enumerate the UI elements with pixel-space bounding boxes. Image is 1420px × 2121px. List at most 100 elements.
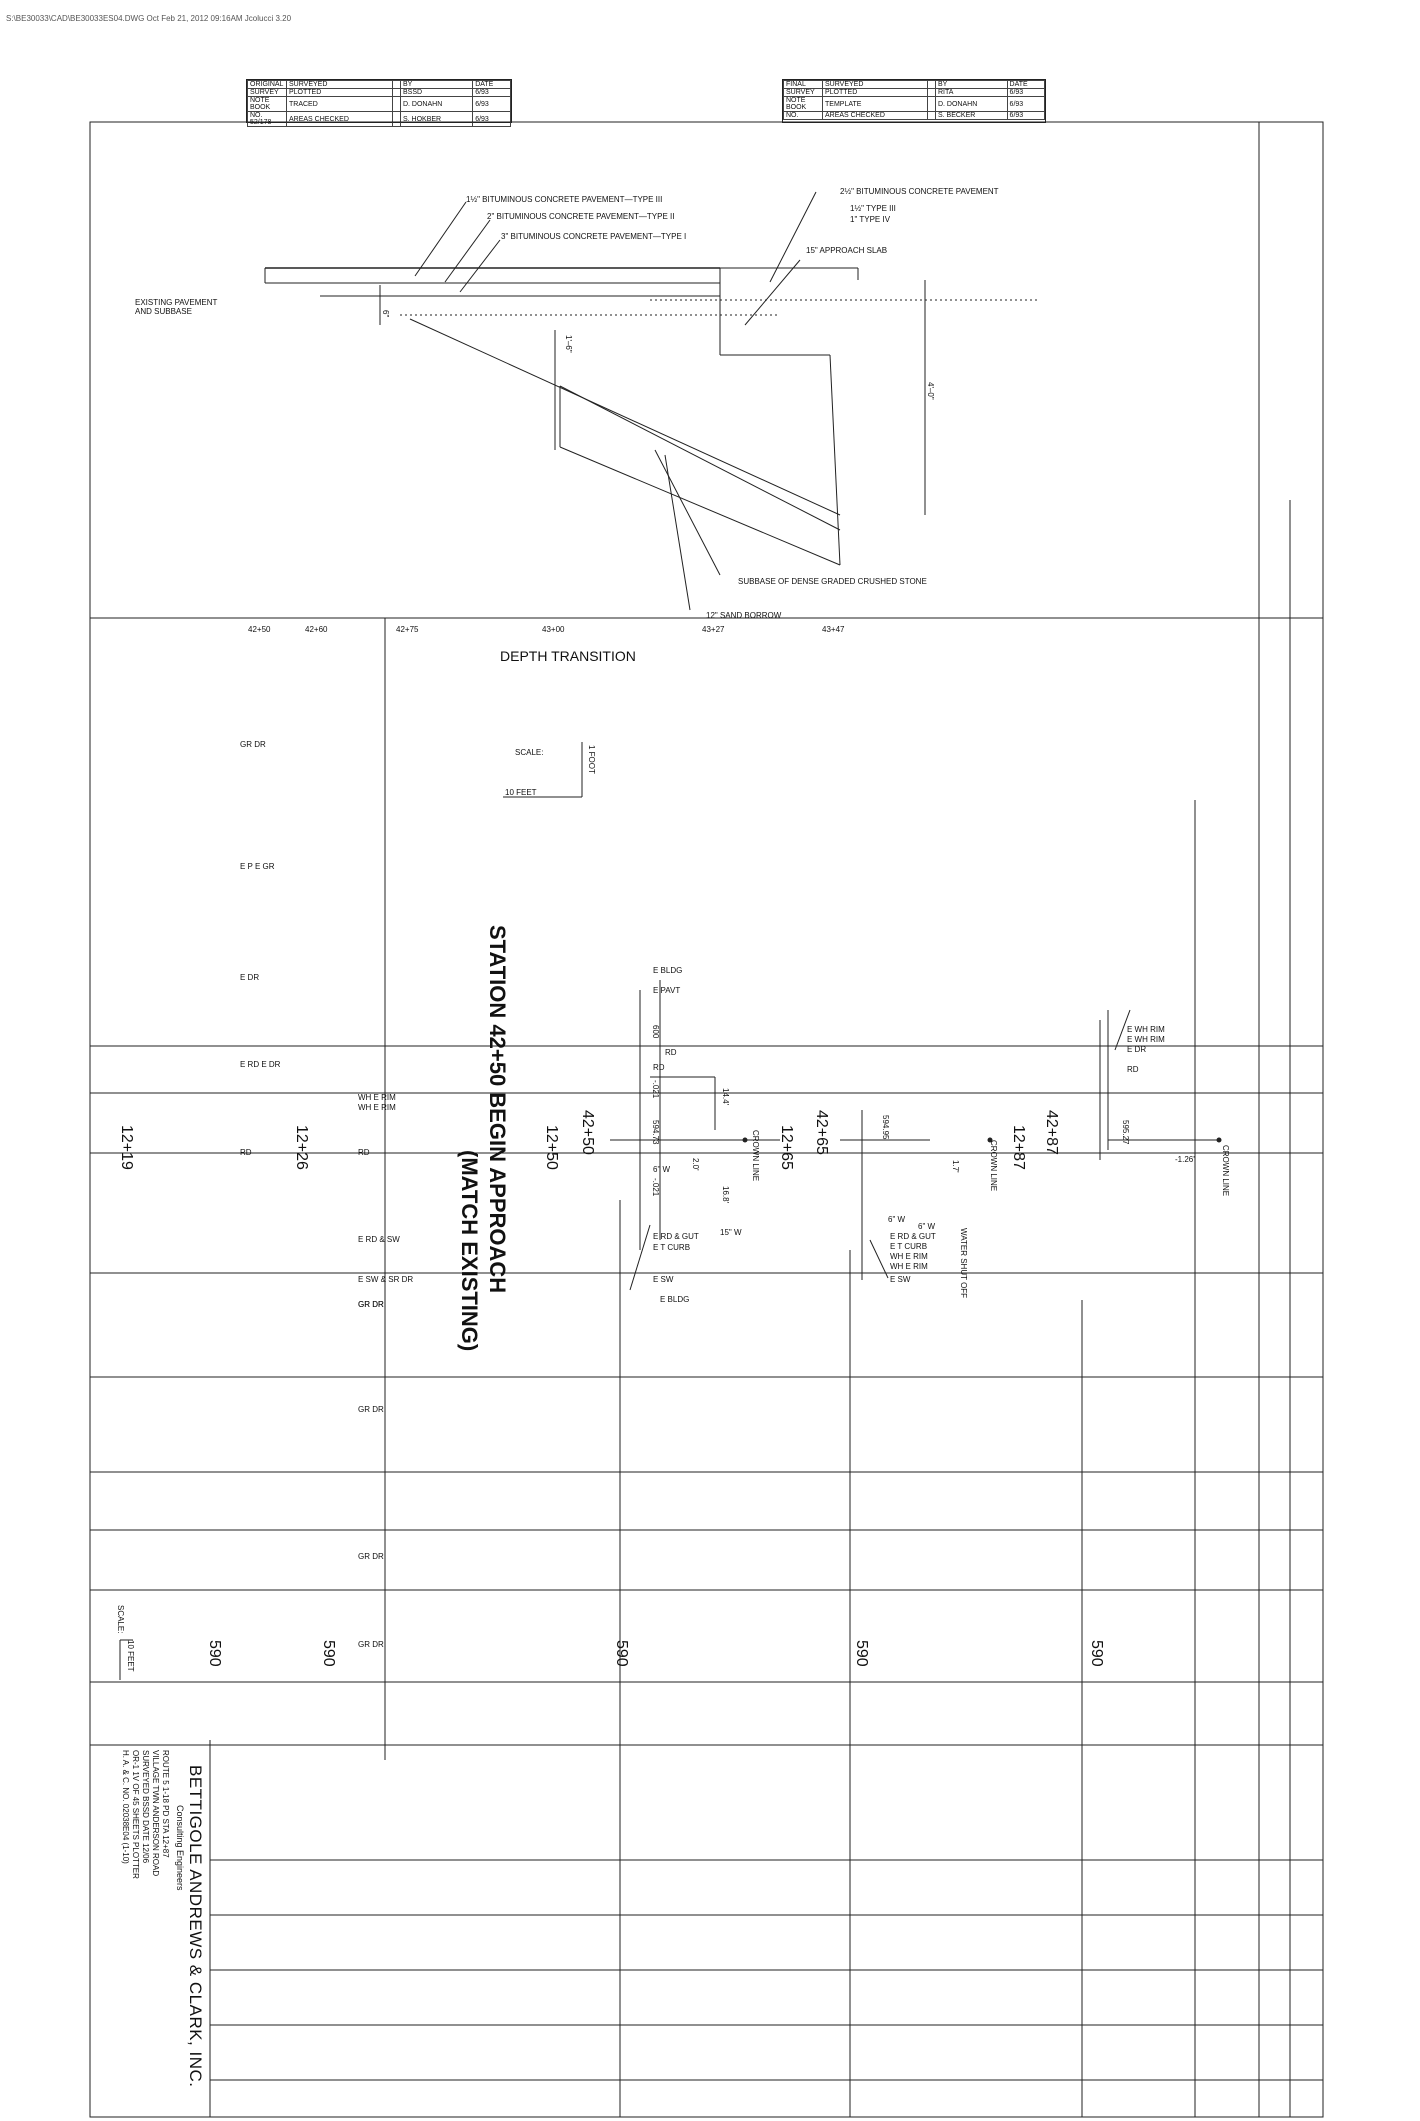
value-label: 16.8' (721, 1186, 730, 1204)
crown-line-label: CROWN LINE (751, 1130, 760, 1182)
station-a-sub: 12+50 (543, 1125, 560, 1170)
water-shut-off-label: WATER SHUT OFF (959, 1228, 968, 1299)
elev-label: 590 (853, 1640, 870, 1667)
survey-row-date: 6/93 (472, 111, 511, 127)
station-c-sub: 12+87 (1010, 1125, 1027, 1170)
type3-label: 1½" TYPE III (850, 204, 896, 213)
station-title: STATION 42+50 BEGIN APPROACH (485, 925, 510, 1294)
station-left-b: 12+26 (293, 1125, 310, 1170)
firm-name: BETTIGOLE ANDREWS & CLARK, INC. (186, 1765, 205, 2088)
depth-transition-title: DEPTH TRANSITION (500, 648, 636, 664)
note-e-t-curb: E T CURB (653, 1243, 691, 1252)
note-b: E RD & GUT (890, 1232, 936, 1241)
station-left-a: 12+19 (118, 1125, 135, 1170)
note-wh-rim: WH E RIM (358, 1093, 396, 1102)
pave2-label: 2" BITUMINOUS CONCRETE PAVEMENT—TYPE II (487, 212, 675, 221)
left-note: GR DR (358, 1640, 384, 1649)
pave1-label: 3" BITUMINOUS CONCRETE PAVEMENT—TYPE I (501, 232, 687, 241)
note-c: E DR (1127, 1045, 1147, 1054)
station-b: 42+65 (813, 1110, 830, 1155)
station-label: 43+27 (702, 625, 725, 634)
dim-6-label: 6" (381, 310, 390, 318)
value-label: 2.0' (691, 1158, 700, 1171)
subbase-label: SUBBASE OF DENSE GRADED CRUSHED STONE (738, 577, 927, 586)
note-e-rd-gut: E RD & GUT (653, 1232, 699, 1241)
crown-marker-c (1216, 1137, 1222, 1143)
note-sw-dr: E SW & SR DR (358, 1275, 414, 1284)
value-label: 6" W (888, 1215, 906, 1224)
station-label: 42+50 (248, 625, 271, 634)
original-survey-table: ORIGINAL SURVEYED BY DATE SURVEY PLOTTED… (246, 79, 512, 127)
note-c: E WH RIM (1127, 1035, 1165, 1044)
note-e-pavt: E PAVT (653, 986, 681, 995)
left-note: E P E GR (240, 862, 275, 871)
elev-label: 590 (320, 1640, 337, 1667)
slab-label: 15" APPROACH SLAB (806, 246, 888, 255)
left-note: GR DR (240, 740, 266, 749)
station-label: 42+75 (396, 625, 419, 634)
final-survey-table: FINAL SURVEYED BY DATE SURVEY PLOTTED RI… (782, 79, 1046, 123)
left-note: GR DR (358, 1300, 384, 1309)
pave-right-label: 2½" BITUMINOUS CONCRETE PAVEMENT (840, 187, 999, 196)
elev-label: 590 (206, 1640, 223, 1667)
survey-no: NO. (783, 111, 823, 120)
station-label: 42+60 (305, 625, 328, 634)
pave3-label: 1½" BITUMINOUS CONCRETE PAVEMENT—TYPE II… (466, 195, 663, 204)
left-note: E DR (240, 973, 260, 982)
value-label: 6" W (918, 1222, 936, 1231)
dim-18-label: 1'–6" (564, 335, 573, 353)
file-path-header: S:\BE30033\CAD\BE30033ES04.DWG Oct Feb 2… (6, 14, 292, 23)
note-6w: 6" W (653, 1165, 671, 1174)
station-label: 43+00 (542, 625, 565, 634)
left-note: E RD E DR (240, 1060, 281, 1069)
elev-label: 590 (613, 1640, 630, 1667)
value-label: 594.95 (881, 1115, 890, 1140)
elev-label: 590 (1088, 1640, 1105, 1667)
note-b: WH E RIM (890, 1252, 928, 1261)
value-label: 14.4' (721, 1088, 730, 1106)
note-e-bldg: E BLDG (653, 966, 683, 975)
value-label: -.021 (651, 1178, 660, 1197)
dim-40-label: 4'–0" (926, 382, 935, 400)
left-note: GR DR (358, 1405, 384, 1414)
scale-label-top: SCALE: (515, 748, 544, 757)
scale-horizontal-bottom: 10 FEET (126, 1640, 135, 1672)
note-b: WH E RIM (890, 1262, 928, 1271)
note-rd: RD (358, 1148, 370, 1157)
sheet-border (89, 121, 1324, 2118)
note-rd: RD (665, 1048, 677, 1057)
left-note: GR DR (358, 1552, 384, 1561)
note-e-bldg: E BLDG (660, 1295, 690, 1304)
note-b: E SW (890, 1275, 911, 1284)
survey-row-by: S. HOKBER (399, 111, 474, 127)
firm-sub: Consulting Engineers (175, 1805, 185, 1891)
note-gr-dr: GR DR (358, 1300, 384, 1309)
station-b-sub: 12+65 (778, 1125, 795, 1170)
note-b: E T CURB (890, 1242, 928, 1251)
title-block-details: ROUTE 5 1-18 PD STA 12+87 VILLAGE TWN AN… (121, 1750, 170, 1879)
value-label: -1.26' (1175, 1155, 1195, 1164)
note-c: RD (1127, 1065, 1139, 1074)
station-label: 43+47 (822, 625, 845, 634)
value-label: 595.27 (1121, 1120, 1130, 1145)
note-wh-rim: WH E RIM (358, 1103, 396, 1112)
note-rd-sw: E RD & SW (358, 1235, 400, 1244)
scale-label-bottom: SCALE: (116, 1605, 125, 1634)
type4-label: 1" TYPE IV (850, 215, 891, 224)
scale-horizontal-label: 10 FEET (505, 788, 537, 797)
left-note: RD (240, 1148, 252, 1157)
value-label: 600 (651, 1025, 660, 1039)
existing-label: EXISTING PAVEMENT AND SUBBASE (135, 298, 218, 316)
scale-vertical-label: 1 FOOT (587, 745, 596, 774)
value-label: -.021 (651, 1080, 660, 1099)
sand-label: 12" SAND BORROW (706, 611, 782, 620)
survey-row-date: 6/93 (1006, 111, 1046, 120)
crown-line-label: CROWN LINE (1221, 1145, 1230, 1197)
crown-marker-b (987, 1137, 993, 1143)
note-15w: 15" W (720, 1228, 742, 1237)
note-e-sw: E SW (653, 1275, 674, 1284)
station-c: 42+87 (1043, 1110, 1060, 1155)
value-label: 594.73 (651, 1120, 660, 1145)
crown-marker-a (742, 1137, 748, 1143)
